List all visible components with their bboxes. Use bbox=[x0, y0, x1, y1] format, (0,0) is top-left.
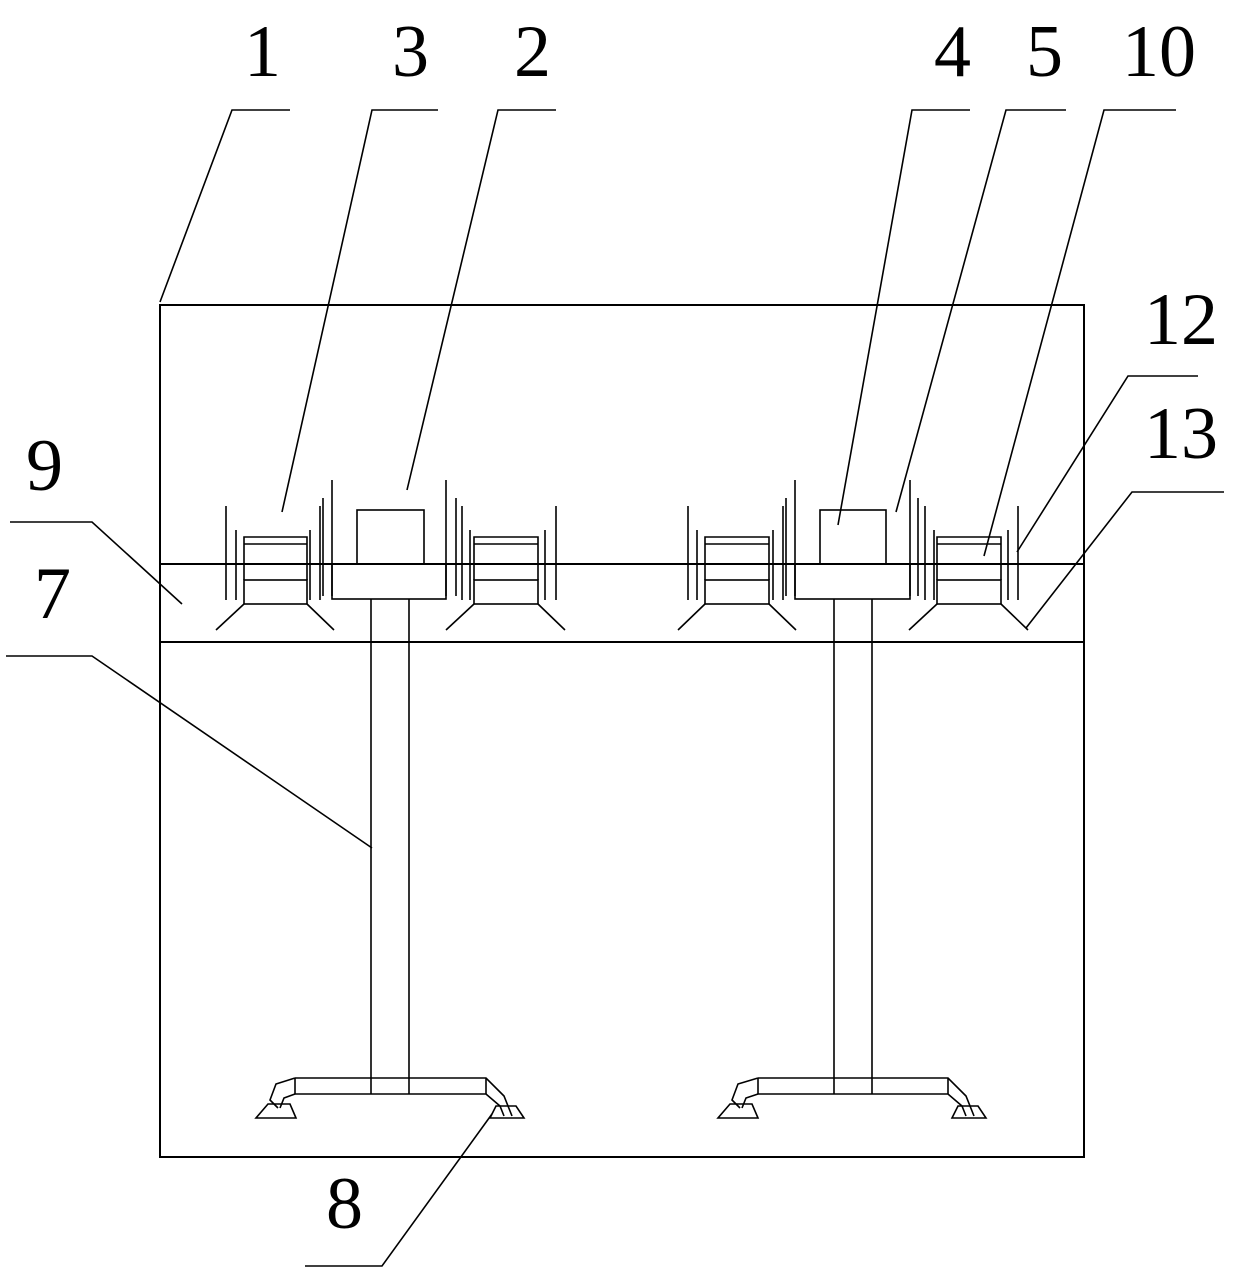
leader-7 bbox=[6, 655, 373, 849]
bottom-pipe-left bbox=[254, 1077, 526, 1119]
right-assembly bbox=[677, 480, 1029, 1119]
label-13: 13 bbox=[1144, 393, 1218, 475]
leader-10 bbox=[983, 109, 1176, 557]
left-assembly bbox=[215, 480, 566, 1119]
label-4: 4 bbox=[934, 11, 971, 93]
leader-9 bbox=[10, 521, 183, 605]
tank-body bbox=[159, 304, 1085, 1158]
small-unit-right-a bbox=[677, 506, 797, 631]
label-8: 8 bbox=[326, 1163, 363, 1245]
leader-13 bbox=[1025, 491, 1224, 629]
label-9: 9 bbox=[26, 425, 63, 507]
label-2: 2 bbox=[514, 11, 551, 93]
label-7: 7 bbox=[34, 553, 71, 635]
leader-4 bbox=[837, 109, 970, 526]
label-1: 1 bbox=[244, 11, 281, 93]
leader-3 bbox=[281, 109, 438, 513]
label-3: 3 bbox=[392, 11, 429, 93]
label-12: 12 bbox=[1144, 279, 1218, 361]
small-unit-left-a bbox=[215, 506, 335, 631]
leader-5 bbox=[895, 109, 1066, 513]
leader-1 bbox=[159, 109, 290, 303]
leader-8 bbox=[305, 1113, 493, 1267]
label-10: 10 bbox=[1122, 11, 1196, 93]
leader-12 bbox=[1016, 375, 1198, 553]
leader-lines bbox=[6, 109, 1224, 1267]
center-unit-left bbox=[322, 480, 457, 1094]
bottom-pipe-right bbox=[716, 1077, 988, 1119]
small-unit-left-b bbox=[445, 506, 566, 631]
leader-2 bbox=[406, 109, 556, 491]
label-5: 5 bbox=[1026, 11, 1063, 93]
small-unit-right-b bbox=[908, 506, 1029, 631]
center-unit-right bbox=[785, 480, 919, 1094]
